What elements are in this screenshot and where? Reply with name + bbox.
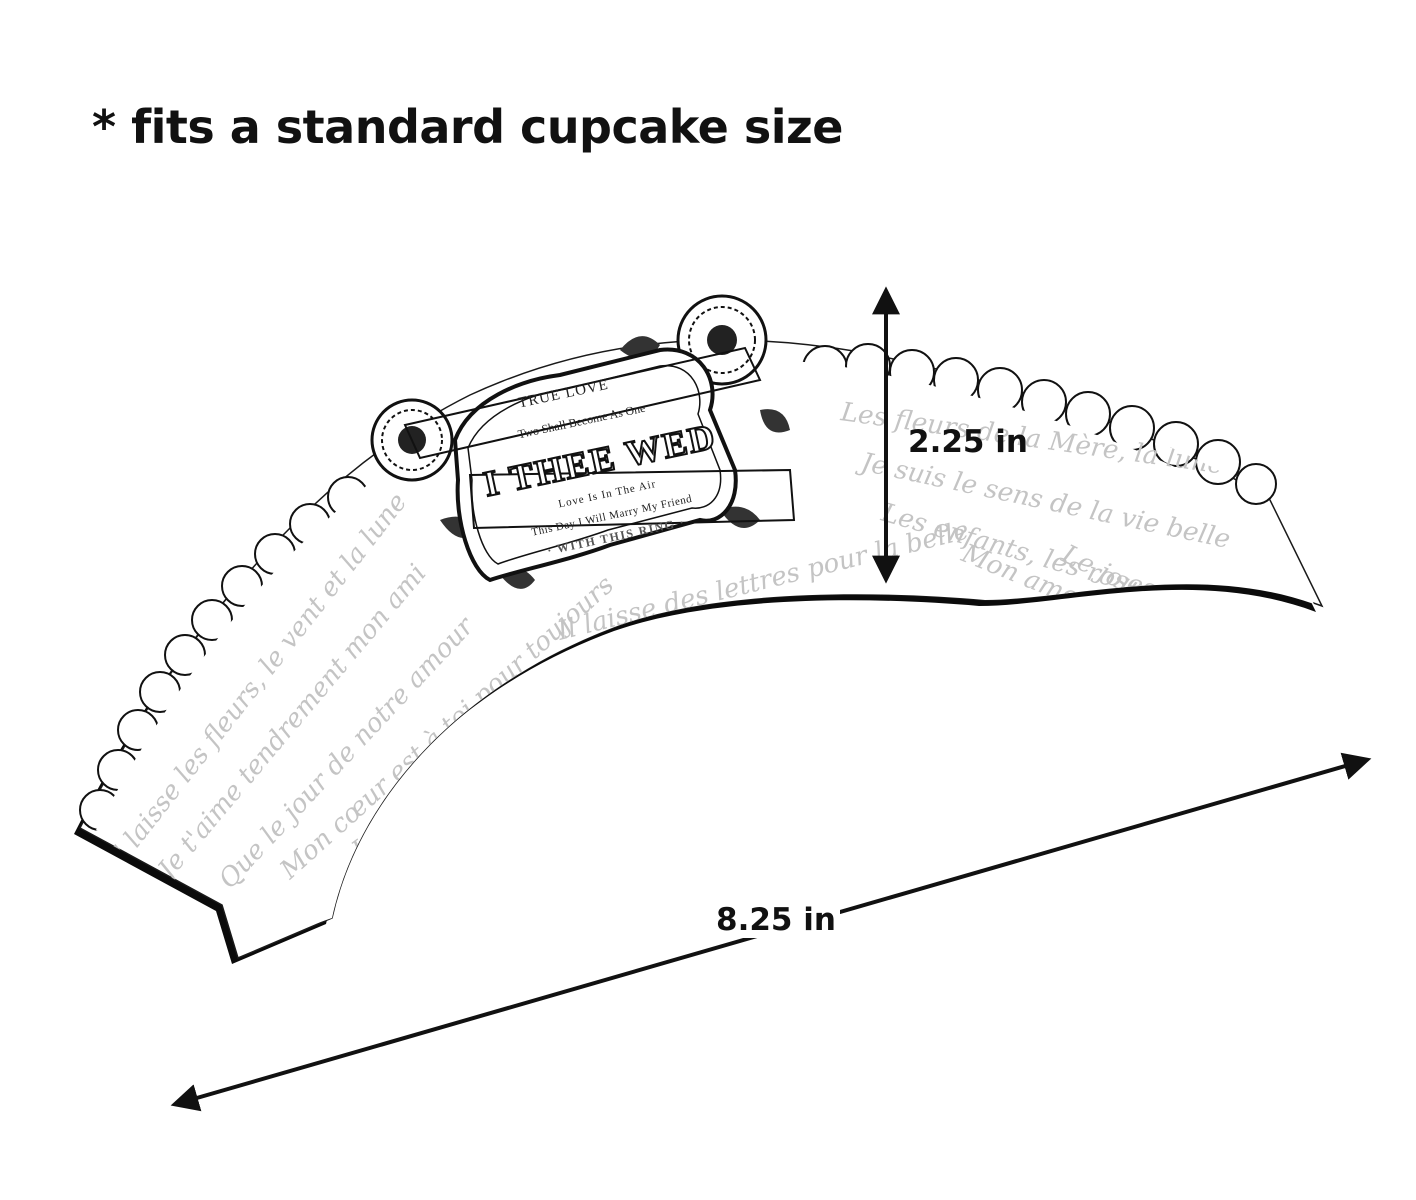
- wrapper-face: [96, 357, 1314, 950]
- headline: * fits a standard cupcake size: [92, 100, 844, 154]
- width-dimension-label: 8.25 in: [712, 902, 840, 938]
- height-dimension-label: 2.25 in: [908, 424, 1028, 460]
- scallop-edge: [79, 343, 1277, 831]
- wedding-label: [370, 294, 796, 589]
